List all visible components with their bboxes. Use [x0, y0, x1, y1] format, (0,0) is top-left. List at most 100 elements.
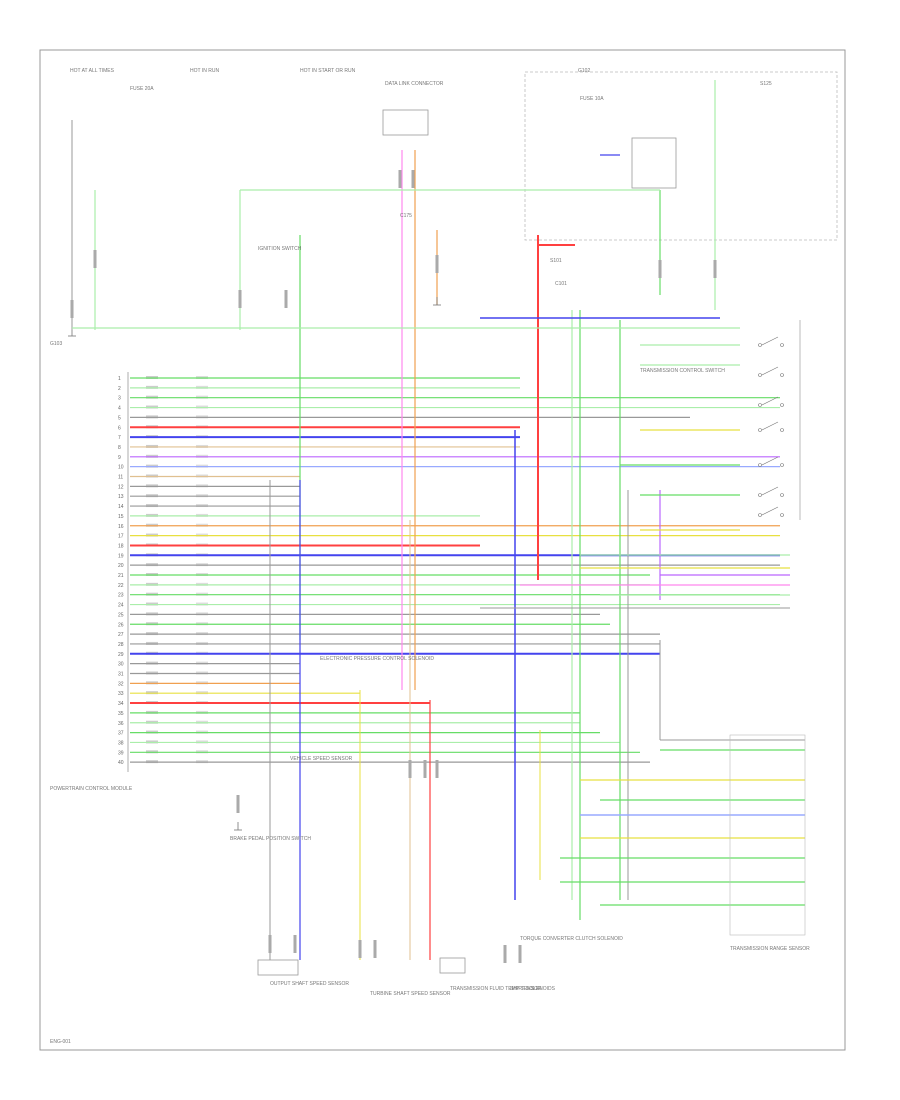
- component-label: HOT IN START OR RUN: [300, 68, 356, 74]
- component-label: TORQUE CONVERTER CLUTCH SOLENOID: [520, 936, 623, 942]
- pcm-pin-number: 4: [118, 406, 121, 412]
- component-label: IGNITION SWITCH: [258, 246, 302, 252]
- switch-contact-icon: [758, 343, 762, 347]
- relay-box: [631, 137, 677, 189]
- pcm-pin-number: 8: [118, 445, 121, 451]
- pcm-pin-number: 22: [118, 583, 124, 589]
- switch-contact-icon: [780, 343, 784, 347]
- component-label: C101: [555, 281, 567, 287]
- component-label: FUSE 10A: [580, 96, 604, 102]
- solenoid-body-box: [439, 957, 466, 974]
- connector-pin-icon: [411, 170, 415, 188]
- diagram-border: [39, 49, 846, 1051]
- component-label: BRAKE PEDAL POSITION SWITCH: [230, 836, 311, 842]
- component-label: DATA LINK CONNECTOR: [385, 81, 444, 87]
- pcm-pin-number: 33: [118, 691, 124, 697]
- pcm-pin-number: 2: [118, 386, 121, 392]
- switch-contact-icon: [758, 403, 762, 407]
- component-label: HOT IN RUN: [190, 68, 219, 74]
- component-label: TURBINE SHAFT SPEED SENSOR: [370, 991, 451, 997]
- switch-blade-icon: [761, 506, 779, 516]
- switch-blade-icon: [761, 486, 779, 496]
- pcm-pin-number: 32: [118, 681, 124, 687]
- switch-blade-icon: [761, 421, 779, 431]
- pcm-pin-number: 40: [118, 760, 124, 766]
- pcm-pin-number: 39: [118, 750, 124, 756]
- component-label: S101: [550, 258, 562, 264]
- pcm-pin-number: 6: [118, 425, 121, 431]
- connector-pin-icon: [358, 940, 362, 958]
- data-link-connector: [382, 109, 429, 136]
- component-label: TRANSMISSION FLUID TEMP SENSOR: [450, 986, 542, 992]
- switch-blade-icon: [761, 336, 779, 346]
- pcm-pin-number: 24: [118, 603, 124, 609]
- component-label: TRANSMISSION CONTROL SWITCH: [640, 368, 725, 374]
- pcm-pin-number: 21: [118, 573, 124, 579]
- pcm-pin-number: 25: [118, 612, 124, 618]
- switch-blade-icon: [761, 366, 779, 376]
- switch-blade-icon: [761, 456, 779, 466]
- pcm-pin-number: 23: [118, 593, 124, 599]
- pcm-pin-number: 5: [118, 415, 121, 421]
- pcm-pin-number: 12: [118, 484, 124, 490]
- pcm-pin-list: 1234567891011121314151617181920212223242…: [118, 372, 208, 772]
- component-label: C175: [400, 213, 412, 219]
- pcm-pin-number: 3: [118, 396, 121, 402]
- pcm-pin-number: 17: [118, 534, 124, 540]
- connector-pin-icon: [284, 290, 288, 308]
- pcm-pin-number: 36: [118, 721, 124, 727]
- connector-pin-icon: [435, 255, 439, 273]
- connector-pin-icon: [435, 760, 439, 778]
- switch-contact-icon: [780, 513, 784, 517]
- trans-connector-box: [729, 734, 806, 936]
- component-label: SHIFT SOLENOIDS: [510, 986, 556, 992]
- switch-contact-icon: [758, 493, 762, 497]
- connector-pin-icon: [93, 250, 97, 268]
- switch-contact-icon: [758, 463, 762, 467]
- connector-pin-icon: [268, 935, 272, 953]
- pcm-pin-number: 11: [118, 475, 123, 481]
- connector-pin-icon: [373, 940, 377, 958]
- pcm-pin-number: 38: [118, 740, 124, 746]
- component-label: G103: [50, 341, 62, 347]
- pcm-pin-number: 19: [118, 553, 124, 559]
- pcm-pin-number: 30: [118, 662, 124, 668]
- switch-contact-icon: [758, 513, 762, 517]
- fuse-box-outline: [524, 71, 838, 241]
- switch-contact-icon: [780, 403, 784, 407]
- connector-pin-icon: [70, 300, 74, 318]
- pcm-pin-number: 7: [118, 435, 121, 441]
- pcm-pin-number: 28: [118, 642, 124, 648]
- pcm-pin-number: 10: [118, 465, 124, 471]
- component-labels: HOT AT ALL TIMES HOT IN RUN HOT IN START O…: [50, 68, 810, 997]
- pcm-pin-number: 1: [118, 376, 121, 382]
- pcm-pin-number: 37: [118, 731, 124, 737]
- component-label: FUSE 20A: [130, 86, 154, 92]
- pcm-pin-number: 31: [118, 672, 124, 678]
- component-label: ELECTRONIC PRESSURE CONTROL SOLENOID: [320, 656, 434, 662]
- pcm-pin-number: 9: [118, 455, 121, 461]
- trans-control-switches: [758, 320, 801, 520]
- ground-icon: [68, 297, 441, 831]
- connector-pin-icon: [423, 760, 427, 778]
- pcm-pin-number: 18: [118, 543, 124, 549]
- switch-contact-icon: [758, 428, 762, 432]
- connector-pin-icon: [713, 260, 717, 278]
- switch-contact-icon: [780, 428, 784, 432]
- component-label: HOT AT ALL TIMES: [70, 68, 115, 74]
- pcm-pin-number: 35: [118, 711, 124, 717]
- component-label: S125: [760, 81, 772, 87]
- wire-harness: [70, 80, 805, 963]
- pcm-pin-number: 14: [118, 504, 124, 510]
- pcm-pin-number: 29: [118, 652, 124, 658]
- switch-contact-icon: [780, 463, 784, 467]
- switch-contact-icon: [780, 373, 784, 377]
- switch-contact-icon: [780, 493, 784, 497]
- connector-pin-icon: [398, 170, 402, 188]
- pcm-pin-number: 16: [118, 524, 124, 530]
- connector-pin-icon: [518, 945, 522, 963]
- output-shaft-sensor-box: [257, 959, 299, 976]
- pcm-pin-number: 15: [118, 514, 124, 520]
- pcm-title: POWERTRAIN CONTROL MODULE: [50, 786, 133, 792]
